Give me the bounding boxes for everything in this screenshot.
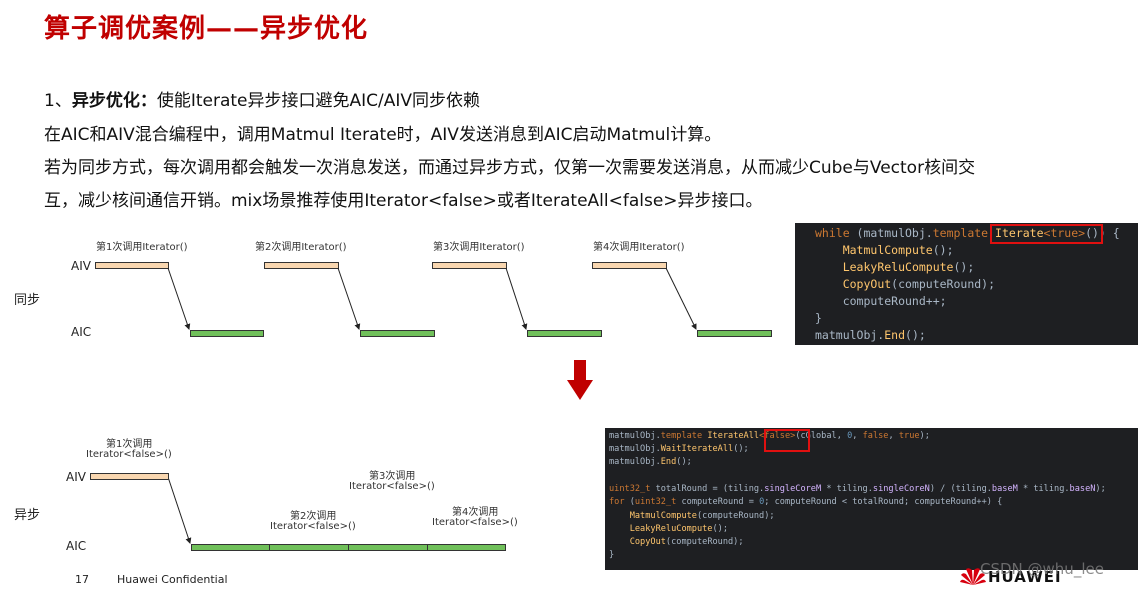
async-aic-label: AIC <box>66 539 87 553</box>
sync-aiv-label: AIV <box>71 259 91 273</box>
async-call-3-label-a: 第3次调用 <box>369 471 416 482</box>
async-row-label: 异步 <box>14 508 41 523</box>
point-text: 使能Iterate异步接口避免AIC/AIV同步依赖 <box>156 91 481 111</box>
sync-aic-label: AIC <box>71 325 92 339</box>
async-call-4-label-a: 第4次调用 <box>452 507 499 518</box>
async-call-1-label-b: Iterator<false>() <box>86 449 172 460</box>
async-call-1-label-a: 第1次调用 <box>106 439 153 450</box>
sync-call-4-label: 第4次调用Iterator() <box>593 242 685 253</box>
brand-name: HUAWEI <box>988 568 1062 586</box>
paragraph-line-3: 若为同步方式，每次调用都会触发一次消息发送，而通过异步方式，仅第一次需要发送消息… <box>44 158 976 178</box>
sync-call-2-label: 第2次调用Iterator() <box>255 242 347 253</box>
sync-aic-bar-3 <box>527 330 602 337</box>
sync-code-line-3: LeakyReluCompute(); <box>842 260 975 274</box>
sync-code-panel: while (matmulObj.template Iterate<true>(… <box>795 223 1138 345</box>
page-title: 算子调优案例——异步优化 <box>44 14 369 44</box>
async-aic-bar-1 <box>191 544 270 551</box>
async-code-line-2: matmulObj.WaitIterateAll(); <box>609 444 749 454</box>
sync-aiv-bar-4 <box>592 262 667 269</box>
async-code-line-5: uint32_t totalRound = (tiling.singleCore… <box>609 484 1106 494</box>
transition-arrow-icon <box>567 360 593 400</box>
async-code-line-10: } <box>609 550 615 560</box>
async-code-line-6: for (uint32_t computeRound = 0; computeR… <box>609 497 1003 507</box>
async-call-4-label-b: Iterator<false>() <box>432 517 518 528</box>
sync-code-line-4: CopyOut(computeRound); <box>842 277 996 291</box>
sync-aiv-bar-3 <box>432 262 507 269</box>
sync-aiv-bar-2 <box>264 262 339 269</box>
point-heading: 1、异步优化：使能Iterate异步接口避免AIC/AIV同步依赖 <box>44 86 480 111</box>
sync-highlight-box <box>990 224 1103 244</box>
async-code-line-7: MatmulCompute(computeRound); <box>629 511 775 521</box>
async-code-line-8: LeakyReluCompute(); <box>629 524 729 534</box>
async-aic-bar-2 <box>269 544 349 551</box>
async-call-3-label-b: Iterator<false>() <box>349 481 435 492</box>
async-highlight-box <box>764 429 810 452</box>
sync-code-line-5: computeRound++; <box>815 294 947 308</box>
confidential-label: Huawei Confidential <box>117 573 228 586</box>
async-aiv-label: AIV <box>66 470 86 484</box>
async-code-line-3: matmulObj.End(); <box>609 457 692 467</box>
async-call-2-label-a: 第2次调用 <box>290 511 337 522</box>
point-number: 1、 <box>44 91 72 111</box>
async-call-2-label-b: Iterator<false>() <box>270 521 356 532</box>
sync-aic-bar-4 <box>697 330 772 337</box>
sync-call-3-label: 第3次调用Iterator() <box>433 242 525 253</box>
sync-aiv-bar-1 <box>95 262 169 269</box>
point-bold-label: 异步优化： <box>71 91 157 111</box>
sync-code-line-2: MatmulCompute(); <box>842 243 954 257</box>
async-code-panel: matmulObj.template IterateAll<false>(cGl… <box>605 428 1138 570</box>
huawei-logo-icon <box>960 568 986 585</box>
sync-aic-bar-1 <box>190 330 264 337</box>
sync-code-line-6: } <box>815 311 822 325</box>
sync-code-line-1: while (matmulObj.template Iterate<true>(… <box>815 226 1120 240</box>
async-aiv-bar <box>90 473 169 480</box>
watermark: CSDN @whu_lee <box>980 560 1104 578</box>
page-number: 17 <box>75 573 89 586</box>
async-aic-bar-4 <box>427 544 506 551</box>
sync-code-line-7: matmulObj.End(); <box>815 328 926 342</box>
async-code-line-1: matmulObj.template IterateAll<false>(cGl… <box>609 431 930 441</box>
paragraph-line-4: 互，减少核间通信开销。mix场景推荐使用Iterator<false>或者Ite… <box>44 191 763 211</box>
async-aic-bar-3 <box>348 544 428 551</box>
sync-call-1-label: 第1次调用Iterator() <box>96 242 188 253</box>
sync-row-label: 同步 <box>14 293 41 308</box>
async-code-line-9: CopyOut(computeRound); <box>629 537 744 547</box>
sync-aic-bar-2 <box>360 330 435 337</box>
paragraph-line-2: 在AIC和AIV混合编程中，调用Matmul Iterate时，AIV发送消息到… <box>44 125 722 145</box>
